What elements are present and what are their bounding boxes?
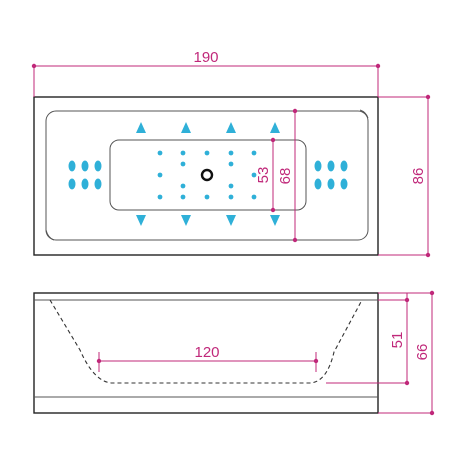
side-jet-icon (340, 160, 348, 172)
air-jet-icon (251, 172, 257, 178)
jet-triangle-down-icon (226, 215, 236, 226)
air-jet-icon (228, 161, 234, 167)
air-jet-icon (228, 150, 234, 156)
side-jet-icon (81, 178, 89, 190)
dimension-inner-width: 68 (277, 108, 298, 243)
dimension-width: 86 (378, 94, 431, 258)
dimension-seat-width: 53 (255, 137, 276, 213)
side-jet-icon (81, 160, 89, 172)
corner-mark-bottom-left (45, 229, 55, 241)
dimension-inner-depth: 51 (326, 293, 410, 386)
jet-triangle-down-icon (181, 215, 191, 226)
air-jet-icon (157, 172, 163, 178)
bottom-air-jets (157, 150, 257, 200)
drain-icon (200, 168, 214, 182)
jet-triangle-up-icon (270, 122, 280, 133)
air-jet-icon (180, 194, 186, 200)
air-jet-icon (180, 183, 186, 189)
side-jet-icon (327, 178, 335, 190)
width-label: 86 (410, 168, 427, 185)
jet-triangle-up-icon (136, 122, 146, 133)
tub-outer-rim (33, 96, 379, 256)
side-jet-icon (314, 178, 322, 190)
inner-depth-label: 51 (389, 332, 406, 349)
air-jet-icon (204, 194, 210, 200)
air-jet-icon (251, 150, 257, 156)
air-jet-icon (180, 150, 186, 156)
jet-triangle-up-icon (226, 122, 236, 133)
air-jet-icon (180, 161, 186, 167)
jet-triangle-up-icon (181, 122, 191, 133)
inner-tub-profile (49, 299, 363, 384)
side-jets-right (314, 160, 348, 190)
side-jet-icon (94, 160, 102, 172)
inner-width-label: 68 (277, 168, 294, 185)
seat-width-label: 53 (255, 167, 272, 184)
bottom-length-label: 120 (194, 344, 219, 361)
total-height-label: 66 (414, 344, 431, 361)
side-jet-icon (340, 178, 348, 190)
jet-triangles-top (136, 122, 280, 133)
tub-side-body (33, 292, 379, 414)
length-label: 190 (193, 49, 218, 66)
air-jet-icon (204, 150, 210, 156)
side-jet-icon (68, 178, 76, 190)
jet-triangles-bottom (136, 215, 280, 226)
jet-triangle-down-icon (136, 215, 146, 226)
air-jet-icon (228, 194, 234, 200)
air-jet-icon (251, 194, 257, 200)
dimension-total-height: 66 (378, 290, 435, 416)
dimension-bottom-length: 120 (96, 344, 319, 372)
dimension-length: 190 (31, 49, 381, 97)
air-jet-icon (157, 150, 163, 156)
air-jet-icon (157, 194, 163, 200)
top-view (33, 96, 379, 256)
side-jet-icon (68, 160, 76, 172)
corner-mark-top-right (359, 109, 369, 119)
jet-triangle-down-icon (270, 215, 280, 226)
side-jet-icon (327, 160, 335, 172)
side-view (33, 292, 379, 414)
air-jet-icon (228, 183, 234, 189)
tub-inner-rim (45, 110, 369, 241)
tub-bottom-area (109, 139, 307, 211)
side-jets-left (68, 160, 102, 190)
side-jet-icon (94, 178, 102, 190)
side-jet-icon (314, 160, 322, 172)
